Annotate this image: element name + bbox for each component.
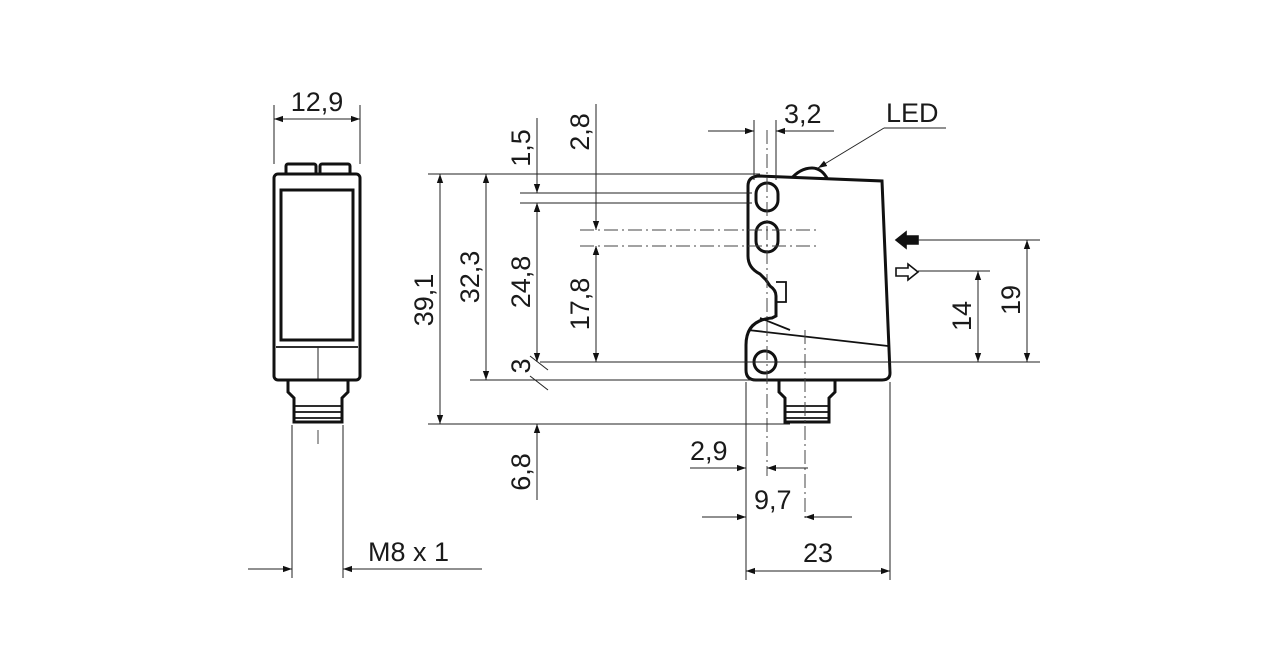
height-upper-label: 24,8 [506,256,536,309]
height-mid-label: 17,8 [565,278,595,331]
height-total-label: 39,1 [409,274,439,327]
thread-label: M8 x 1 [368,537,449,567]
body-depth-label: 23 [803,538,833,568]
front-connector [286,378,350,424]
horizontal-dimensions: 3,2 LED 2,9 9,7 23 [690,98,946,580]
front-width-label: 12,9 [291,87,344,117]
front-lens-window [279,188,355,342]
lens-top-label: 1,5 [506,129,536,167]
receiver-arrow-icon [895,262,920,282]
height-body-label: 32,3 [455,251,485,304]
mount-offset-label: 3 [506,358,536,373]
hole-offset-label: 2,9 [690,436,728,466]
connector-length-label: 6,8 [506,453,536,491]
housing-edge-line [747,329,889,347]
side-housing [744,174,892,382]
optical-axis-upper-label: 19 [996,285,1026,315]
led-leader-line [817,127,885,169]
optical-axis-lower-label: 14 [947,301,977,331]
front-view: 12,9 M8 x 1 [248,87,482,578]
connector-offset-label: 9,7 [754,485,792,515]
side-connector [777,378,837,424]
led-offset-label: 3,2 [784,99,822,129]
led-label: LED [886,98,939,128]
emitter-arrow-icon [894,230,919,250]
vertical-dimensions: 39,1 32,3 1,5 24,8 3 6,8 2,8 17,8 14 19 [409,104,1040,500]
lens-gap-label: 2,8 [565,113,595,151]
side-view [580,130,920,520]
